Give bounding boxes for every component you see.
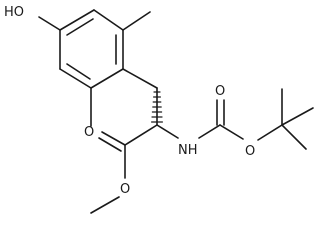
tert-butyl-group [281,88,314,150]
ester-ether-oxygen: O [120,182,130,197]
ester-carbonyl-bond-1 [101,131,126,146]
ring-bond-c4-c5 [90,68,124,89]
bond-alpha-nh [156,124,179,139]
ester-carbonyl-bond-2 [98,137,122,152]
hydroxyl-label: HO [4,5,24,20]
bond-ether-oxygen-tert-carbon [257,124,283,141]
ring-bond-c5-c6 [59,68,92,89]
bond-ring-hydroxyl [38,16,61,31]
bond-alpha-ester-carbon [124,124,158,146]
carbamate-carbonyl-oxygen: O [215,84,225,99]
bond-ring-ch2 [122,68,158,89]
methyl-bond-top [122,11,151,31]
bond-carbamate-carbon-ether-oxygen [219,124,244,140]
stereo-hashed-wedge [151,91,163,123]
carbamate-ether-oxygen: O [245,144,255,159]
ring-double-bond-inner-1 [66,18,94,36]
nh-label: NH [178,143,198,158]
methoxy-bond [90,196,120,214]
ring-bond-c1-c2 [59,9,95,31]
aromatic-ring [59,9,124,89]
ring-bond-c2-c3 [93,9,124,31]
ester-carbonyl-oxygen: O [84,125,94,140]
ring-double-bond-inner-3 [66,63,91,80]
bond-nh-carbamate-carbon [198,124,221,139]
